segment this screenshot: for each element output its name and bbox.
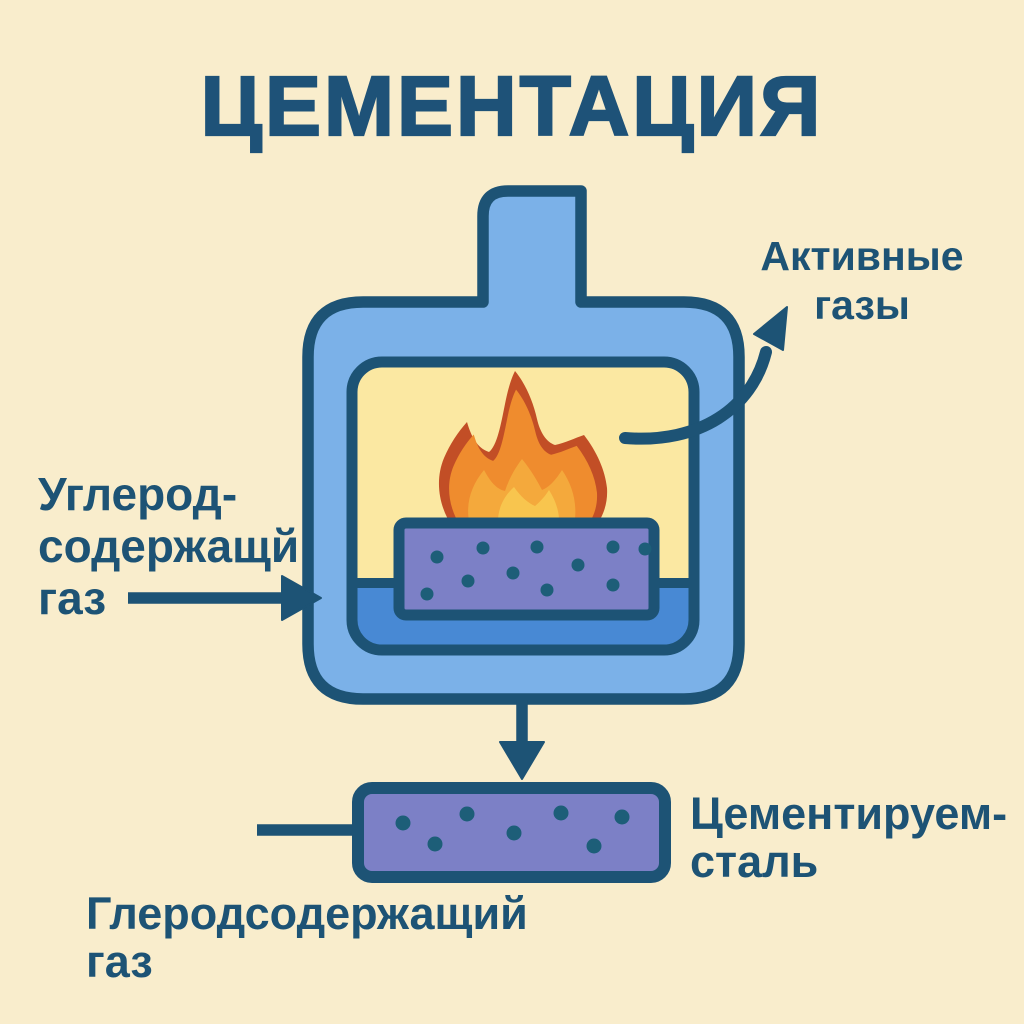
steel-dot <box>638 542 652 556</box>
label-line: Углерод- <box>38 468 238 520</box>
steel-dots <box>395 805 630 854</box>
steel-dot <box>530 540 544 554</box>
label-line: Цементируем- <box>690 788 1008 839</box>
arrow-head <box>753 306 788 351</box>
steel-dot <box>540 583 554 597</box>
label-line: Глеродсодержащий <box>86 888 528 939</box>
steel-dot <box>586 838 602 854</box>
label-line: газ <box>86 936 153 987</box>
label-line: газы <box>814 282 910 328</box>
steel-dot <box>461 574 475 588</box>
steel-dot <box>506 825 522 841</box>
steel-dot <box>506 566 520 580</box>
active-gases-arrow <box>619 306 788 445</box>
label-line: сталь <box>690 836 819 887</box>
label-line: Активные <box>760 233 964 279</box>
label-cemented-steel: Цементируем- сталь <box>690 790 1007 886</box>
label-line: содержащй <box>38 520 300 572</box>
steel-dot <box>606 540 620 554</box>
steel-dot <box>553 805 569 821</box>
steel-bar-output <box>257 782 671 883</box>
steel-dot <box>395 815 411 831</box>
flame-icon <box>438 371 608 526</box>
inlet-arrow <box>128 575 322 621</box>
outlet-arrow <box>499 700 545 780</box>
arrow-head <box>281 575 322 621</box>
steel-dot <box>427 836 443 852</box>
steel-dot <box>614 809 630 825</box>
steel-dot <box>476 541 490 555</box>
steel-dot <box>430 550 444 564</box>
steel-dot <box>606 578 620 592</box>
chamber-outline <box>346 356 700 656</box>
steel-dot <box>459 806 475 822</box>
page-title: ЦЕМЕНТАЦИЯ <box>199 59 824 153</box>
label-line: газ <box>38 572 107 624</box>
label-active-gases: Активные газы <box>710 232 1014 330</box>
steel-dot <box>571 558 585 572</box>
arrow-head <box>499 741 545 780</box>
steel-dot <box>420 587 434 601</box>
steel-bar-in-furnace <box>393 517 660 621</box>
label-carbon-gas-bottom: Глеродсодержащий газ <box>86 890 528 986</box>
steel-dots <box>420 540 652 601</box>
label-carbon-gas: Углерод- содержащй газ <box>38 468 299 624</box>
curved-arrow-up-right <box>619 346 772 445</box>
